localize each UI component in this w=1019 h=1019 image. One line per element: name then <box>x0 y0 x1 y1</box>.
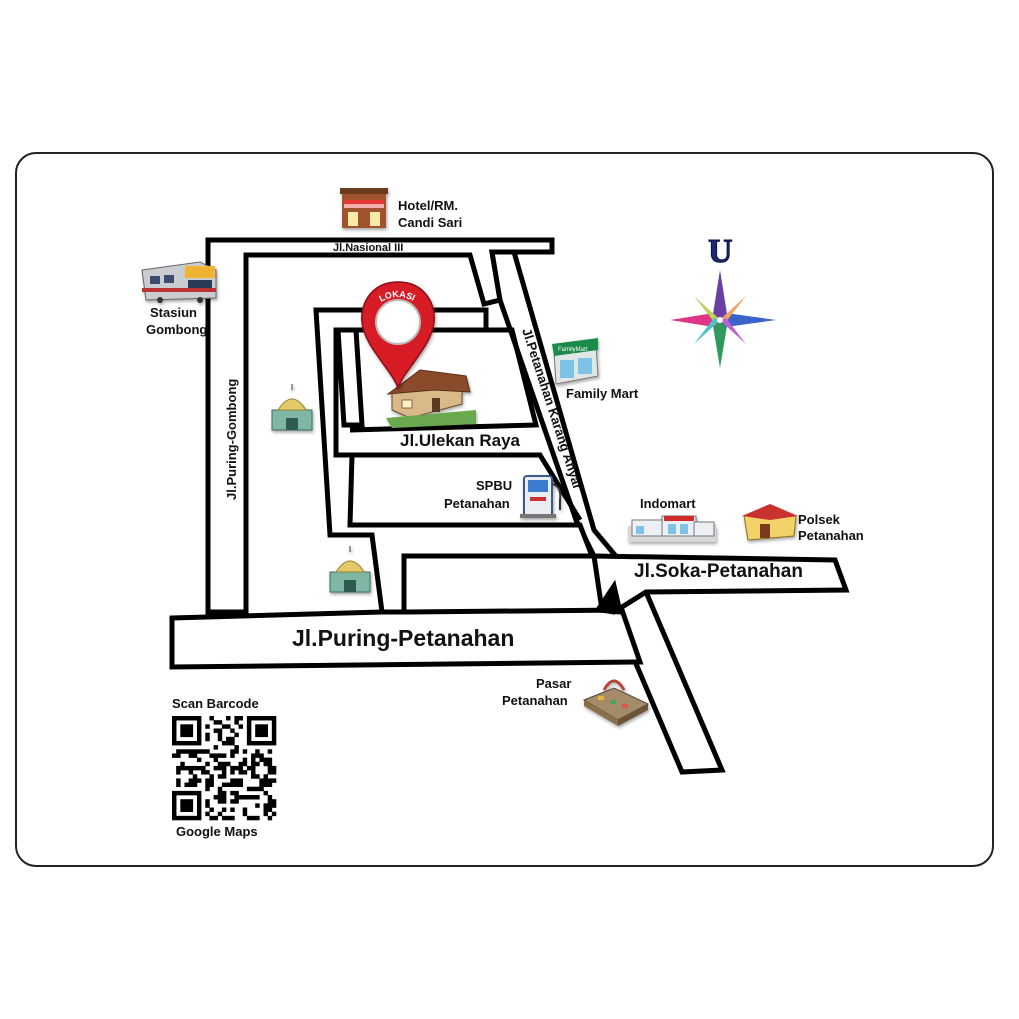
compass-north-label: U <box>708 233 733 270</box>
qr-title: Scan Barcode <box>172 696 259 711</box>
hotel-label-line2: Candi Sari <box>398 215 462 230</box>
polsek-label-line1: Polsek <box>798 512 841 527</box>
spbu-label-line1: SPBU <box>476 478 512 493</box>
station-label-line2: Gombong <box>146 322 207 337</box>
road-nasional <box>205 237 555 615</box>
family-mart-label: Family Mart <box>566 386 639 401</box>
station-label-line1: Stasiun <box>150 305 197 320</box>
compass-rose-icon: U <box>670 233 776 368</box>
street-label-puring-gombong: Jl.Puring-Gombong <box>224 379 239 500</box>
pasar-label-line1: Pasar <box>536 676 571 691</box>
police-station-icon <box>742 504 798 541</box>
market-icon <box>582 679 650 726</box>
map-frame <box>15 152 994 867</box>
road-edge-ulekan <box>349 327 540 433</box>
road-edge-spbu-block <box>350 452 583 522</box>
qr-caption: Google Maps <box>176 824 258 839</box>
polsek-label-line2: Petanahan <box>798 528 864 543</box>
street-label-ulekan-raya: Jl.Ulekan Raya <box>400 431 521 450</box>
family-mart-sign-text: FamilyMart <box>558 347 588 353</box>
fuel-pump-icon <box>520 475 562 518</box>
street-label-nasional: Jl.Nasional III <box>333 242 403 254</box>
triangle-island <box>593 579 624 615</box>
location-marker-icon: LOKASI <box>361 281 435 391</box>
hotel-icon <box>340 188 388 228</box>
block-west-strip <box>335 327 365 428</box>
street-label-puring-petanahan: Jl.Puring-Petanahan <box>292 625 514 651</box>
mosque-icon <box>271 384 313 431</box>
pasar-label-line2: Petanahan <box>502 693 568 708</box>
spbu-label-line2: Petanahan <box>444 496 510 511</box>
road-petanahan-karang-anyar <box>489 249 726 775</box>
train-icon <box>141 261 217 303</box>
street-label-soka-petanahan: Jl.Soka-Petanahan <box>634 561 803 582</box>
indomart-label: Indomart <box>640 496 696 511</box>
house-icon <box>386 369 476 428</box>
road-network <box>169 237 850 775</box>
hotel-label-line1: Hotel/RM. <box>398 198 458 213</box>
qr-code[interactable] <box>172 716 277 821</box>
family-mart-icon: FamilyMart <box>552 338 599 385</box>
indomart-icon <box>628 515 716 542</box>
mosque-icon <box>329 546 371 593</box>
